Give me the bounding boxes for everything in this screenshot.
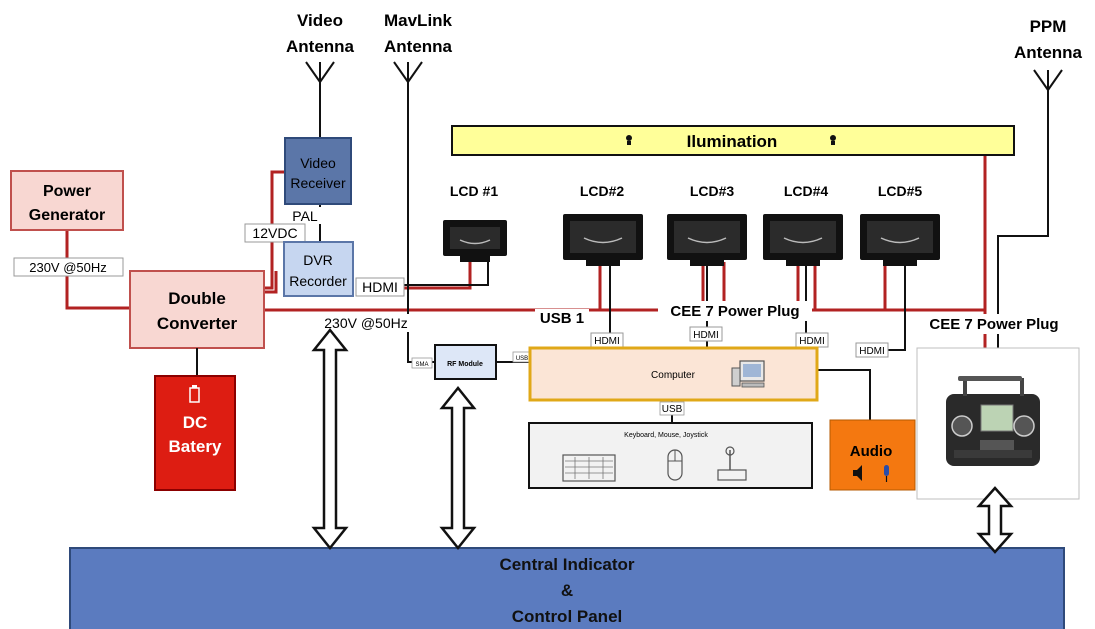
central-panel-line1: Central Indicator (499, 555, 634, 574)
sma-label: SMA (411, 357, 433, 369)
lcd-3-label: LCD#3 (690, 183, 735, 199)
usb-keyboard-label: USB (659, 401, 685, 416)
video-antenna: Video Antenna (286, 11, 355, 83)
power-generator-line2: Generator (29, 207, 105, 224)
svg-text:230V @50Hz: 230V @50Hz (29, 260, 107, 275)
audio-label: Audio (850, 443, 893, 460)
usb1-label: USB 1 (535, 309, 589, 327)
rf-module: RF Module (434, 344, 497, 380)
svg-text:HDMI: HDMI (693, 330, 719, 341)
video-receiver-line1: Video (300, 155, 336, 171)
cee-label-right: CEE 7 Power Plug (915, 314, 1073, 334)
audio: Audio (829, 419, 916, 491)
mavlink-antenna-label-1: MavLink (384, 11, 453, 30)
ppm-antenna-label-1: PPM (1030, 17, 1067, 36)
rf-module-label: RF Module (447, 361, 483, 368)
svg-text:CEE 7 Power Plug: CEE 7 Power Plug (670, 303, 799, 320)
double-converter-line2: Converter (157, 314, 238, 333)
hdmi-label-4: HDMI (855, 342, 889, 358)
mouse-icon (667, 449, 683, 481)
computer: Computer (528, 346, 819, 402)
video-antenna-label-2: Antenna (286, 37, 355, 56)
double-converter-line1: Double (168, 289, 226, 308)
svg-text:HDMI: HDMI (594, 336, 620, 347)
rc-transmitter (916, 347, 1080, 500)
speaker-icon (853, 465, 862, 481)
dvr-recorder-line2: Recorder (289, 273, 347, 289)
rc-transmitter-icon (946, 376, 1040, 466)
keyboard-icon (562, 454, 616, 482)
battery-icon (189, 385, 200, 403)
bulb-icon (830, 135, 836, 145)
ppm-antenna-label-2: Antenna (1014, 43, 1083, 62)
svg-text:CEE 7 Power Plug: CEE 7 Power Plug (929, 316, 1058, 333)
hdmi-label-1: HDMI (590, 332, 624, 348)
dvr-recorder-line1: DVR (303, 252, 333, 268)
cee-label-mid: CEE 7 Power Plug (658, 301, 812, 321)
illumination-label: Ilumination (687, 132, 778, 151)
dc-battery: DC Batery (154, 375, 236, 491)
double-converter: Double Converter (129, 270, 265, 349)
dc-battery-line2: Batery (169, 437, 222, 456)
svg-text:SMA: SMA (415, 362, 428, 368)
lcd-5: LCD#5 (860, 183, 940, 266)
double-arrow (976, 486, 1014, 554)
input-devices-label: Keyboard, Mouse, Joystick (624, 432, 708, 439)
ppm-antenna: PPM Antenna (1014, 17, 1083, 91)
video-receiver-line2: Receiver (290, 175, 346, 191)
svg-text:HDMI: HDMI (362, 279, 398, 295)
central-panel: Central Indicator & Control Panel (69, 547, 1065, 629)
lcd-4-label: LCD#4 (784, 183, 829, 199)
hdmi-label-3: HDMI (795, 332, 829, 348)
vdc-label: 12VDC (244, 223, 306, 243)
lcd-2-label: LCD#2 (580, 183, 625, 199)
svg-text:12VDC: 12VDC (252, 225, 297, 241)
svg-text:USB 1: USB 1 (540, 310, 584, 327)
lcd-1: LCD #1 (443, 183, 507, 262)
lcd-3: LCD#3 (667, 183, 747, 266)
lcd-2: LCD#2 (563, 183, 643, 266)
hdmi-label-2: HDMI (689, 326, 723, 342)
video-receiver: Video Receiver (284, 137, 352, 205)
svg-text:PAL: PAL (292, 208, 318, 224)
ac-label-mid: 230V @50Hz (312, 314, 420, 332)
microphone-icon (884, 465, 889, 482)
power-generator-line1: Power (43, 183, 91, 200)
central-panel-line3: Control Panel (512, 607, 623, 626)
bulb-icon (626, 135, 632, 145)
dc-battery-line1: DC (183, 413, 208, 432)
dvr-recorder: DVR Recorder (283, 241, 354, 297)
computer-label: Computer (651, 370, 696, 381)
illumination-bar: Ilumination (451, 125, 1015, 156)
lcd-4: LCD#4 (763, 183, 843, 266)
hdmi-dvr-label: HDMI (355, 277, 405, 297)
svg-text:USB: USB (662, 404, 683, 415)
usb-rf-label: USB (512, 351, 532, 363)
central-panel-line2: & (561, 581, 573, 600)
lcd-5-label: LCD#5 (878, 183, 923, 199)
computer-icon (731, 360, 765, 388)
lcd-1-label: LCD #1 (450, 183, 498, 199)
video-antenna-label-1: Video (297, 11, 343, 30)
ac-label-left: 230V @50Hz (13, 257, 124, 277)
mavlink-antenna: MavLink Antenna (384, 11, 453, 83)
svg-text:HDMI: HDMI (859, 346, 885, 357)
input-devices: Keyboard, Mouse, Joystick (528, 422, 813, 489)
svg-text:HDMI: HDMI (799, 336, 825, 347)
svg-text:USB: USB (516, 356, 528, 362)
svg-text:230V @50Hz: 230V @50Hz (324, 315, 407, 331)
power-generator: Power Generator (10, 170, 124, 231)
pal-label: PAL (290, 207, 322, 224)
double-arrow (439, 385, 477, 551)
double-arrow (311, 327, 349, 551)
joystick-icon (717, 446, 747, 481)
mavlink-antenna-label-2: Antenna (384, 37, 453, 56)
